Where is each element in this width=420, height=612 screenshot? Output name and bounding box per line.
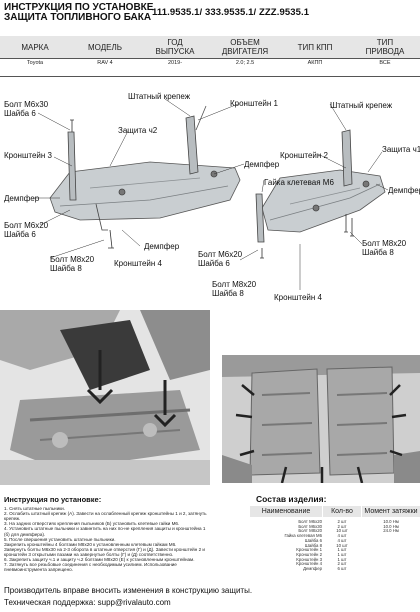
component-name: Кронштейн 4 [296, 561, 322, 567]
component-qty: 4 шт [337, 537, 347, 543]
label-cage-nut: Гайка клетевая М6 [264, 178, 334, 187]
instruction-step: 1. Снять штатные пыльники. [4, 506, 66, 511]
label-damper-left: Демпфер [4, 194, 40, 203]
instruction-step: пневмоинструмента запрещено. [4, 567, 73, 573]
spec-value-gearbox: АКПП [307, 60, 323, 66]
instruction-step: крепеж. [4, 516, 21, 522]
spec-value-year: 2019- [167, 60, 183, 66]
instruction-step: 5. После свершения установить штатные пы… [4, 536, 116, 542]
component-qty: 10 шт [336, 528, 348, 534]
label-bolt-m8x20-right: Болт М8х20 [362, 239, 407, 248]
label-washer-8-mid: Шайба 8 [212, 289, 244, 298]
components-col-qty: Кол-во [323, 506, 361, 517]
component-name: Кронштейн 3 [296, 556, 322, 562]
instruction-step: 7. Затянуть все резьбовые соединения с н… [4, 562, 177, 568]
components-col-torque: Момент затяжки [362, 506, 420, 517]
instruction-step: 4. Установить штатные пыльники и завинти… [4, 526, 206, 532]
label-bracket-4-right: Кронштейн 4 [274, 293, 322, 302]
component-name: Гайка клетевая М6 [284, 533, 322, 539]
exploded-diagram [34, 98, 389, 290]
spec-divider-bottom [0, 76, 420, 77]
label-damper-center: Демпфер [244, 160, 280, 169]
footer-disclaimer: Производитель вправе вносить изменения в… [4, 586, 253, 595]
spec-header-gearbox: ТИП КПП [297, 43, 333, 52]
component-torque: 10.0 Нм [383, 523, 399, 529]
label-stock-mount-left: Штатный крепеж [128, 92, 191, 101]
label-washer-8-left: Шайба 8 [50, 264, 82, 273]
spec-divider-top [0, 58, 420, 59]
label-bolt-m6x30: Болт М6х30 [4, 100, 49, 109]
spec-table: МАРКА МОДЕЛЬ ГОД ВЫПУСКА ОБЪЕМ ДВИГАТЕЛЯ… [0, 36, 420, 78]
label-washer-6-mid: Шайба 6 [198, 259, 230, 268]
component-torque: 10.0 Нм [383, 519, 399, 524]
component-name: Шайба 8 [304, 542, 322, 548]
instruction-step: (б) для демпфера). [4, 531, 46, 537]
spec-value-drive: ВСЕ [379, 60, 391, 66]
spec-header-engine: ОБЪЕМ ДВИГАТЕЛЯ [221, 38, 269, 56]
component-qty: 10 шт [336, 542, 348, 548]
component-qty: 1 шт [337, 551, 347, 557]
instruction-step: 2. Ослабить штатный крепеж (А). Завести … [4, 511, 207, 517]
photo-undercarriage-left [0, 310, 210, 485]
component-qty: 2 шт [337, 561, 347, 567]
components-col-name: Наименование [250, 506, 322, 517]
instruction-step: 3. На задних отверстиях крепления пыльни… [4, 521, 180, 527]
component-qty: 1 шт [337, 547, 347, 553]
component-name: Шайба 6 [304, 537, 322, 543]
product-codes: 111.9535.1/ 333.9535.1/ ZZZ.9535.1 [152, 7, 310, 18]
component-qty: 6 шт [337, 566, 347, 571]
component-name: Болт М6х20 [298, 519, 322, 524]
spec-header-year: ГОД ВЫПУСКА [155, 38, 195, 56]
spec-header-row [0, 36, 420, 58]
component-name: Кронштейн 1 [296, 547, 322, 553]
photo-installed-guard [222, 355, 420, 483]
label-stock-mount-right: Штатный крепеж [330, 101, 393, 110]
label-guard-1: Защита ч1 [382, 145, 420, 154]
label-guard-2: Защита ч2 [118, 126, 158, 135]
spec-header-brand: МАРКА [21, 43, 49, 52]
component-torque: 24.0 Нм [383, 528, 399, 534]
label-bolt-m6x20-mid: Болт М6х20 [198, 250, 243, 259]
label-bracket-4-left: Кронштейн 4 [114, 259, 162, 268]
product-title: ЗАЩИТА ТОПЛИВНОГО БАКА [4, 12, 152, 23]
component-qty: 4 шт [337, 533, 347, 539]
instructions-title: Инструкция по установке: [4, 495, 102, 504]
label-washer-8-right: Шайба 8 [362, 248, 394, 257]
label-washer-6-top: Шайба 6 [4, 109, 36, 118]
component-name: Демпфер [303, 566, 322, 571]
label-bracket-3: Кронштейн 3 [4, 151, 52, 160]
component-qty: 2 шт [337, 523, 347, 529]
label-damper-bottom: Демпфер [144, 242, 180, 251]
label-bracket-1: Кронштейн 1 [230, 99, 278, 108]
instruction-step: кронштейн 3 открытыми пазами на завернут… [4, 551, 174, 557]
instruction-step: 6. Закрепить защиту ч.1 и защиту ч.2 бол… [4, 557, 195, 562]
spec-value-model: RAV 4 [97, 60, 113, 66]
instruction-title: ИНСТРУКЦИЯ ПО УСТАНОВКЕ [4, 2, 154, 13]
component-name: Болт М6х30 [298, 523, 322, 529]
components-title: Состав изделия: [256, 494, 327, 504]
label-bolt-m8x20-left: Болт М8х20 [50, 255, 95, 264]
footer-support: Техническая поддержка: supp@rivalauto.co… [4, 598, 171, 607]
spec-header-model: МОДЕЛЬ [88, 43, 122, 52]
component-qty: 1 шт [337, 556, 347, 562]
instruction-step: Закрепить кронштейны 4 болтами М8х20 к у… [4, 541, 177, 547]
label-washer-6-left: Шайба 6 [4, 230, 36, 239]
spec-header-drive: ТИП ПРИВОДА [365, 38, 405, 56]
spec-value-brand: Toyota [26, 60, 44, 66]
label-bolt-m6x20-left: Болт М6х20 [4, 221, 49, 230]
component-name: Кронштейн 2 [296, 551, 322, 557]
label-bolt-m8x20-mid: Болт М8х20 [212, 280, 257, 289]
instruction-step: Завернуть болты М6х30 на 2-3 оборота в ш… [4, 546, 205, 552]
spec-value-engine: 2.0; 2.5 [235, 60, 255, 66]
label-damper-right: Демпфер [388, 186, 420, 195]
component-name: Болт М8х20 [298, 528, 322, 534]
label-bracket-2: Кронштейн 2 [280, 151, 328, 160]
component-qty: 2 шт [337, 519, 347, 524]
